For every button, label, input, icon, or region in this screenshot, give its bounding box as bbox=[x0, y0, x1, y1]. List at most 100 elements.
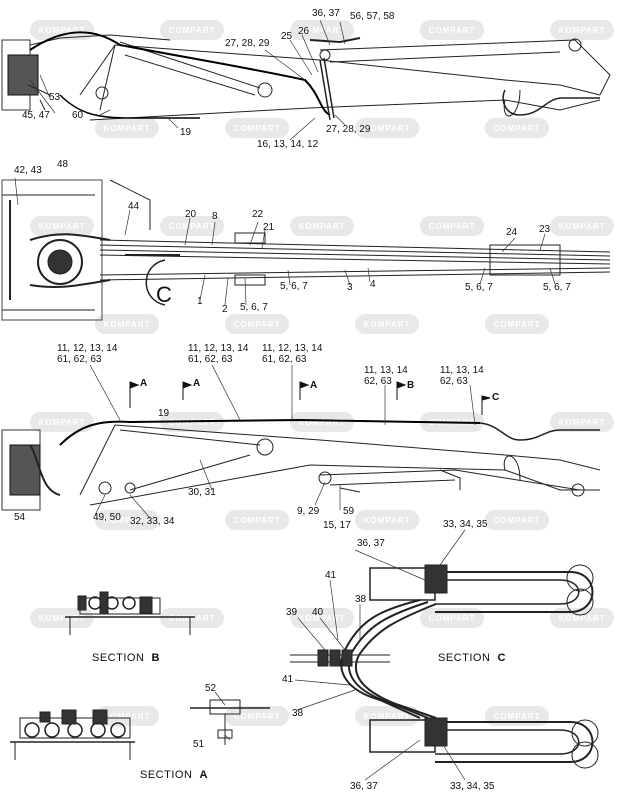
callout-52: 52 bbox=[205, 683, 217, 694]
callout-51: 51 bbox=[193, 739, 205, 750]
callout-54: 54 bbox=[14, 512, 26, 523]
callout-30-31: 30, 31 bbox=[188, 487, 216, 498]
callout-23: 23 bbox=[539, 224, 551, 235]
callout-21: 21 bbox=[263, 222, 275, 233]
section-arrows bbox=[129, 381, 491, 415]
watermark-logo: COMPART bbox=[225, 314, 289, 334]
callout-9-29: 9, 29 bbox=[297, 506, 320, 517]
callout-2: 2 bbox=[222, 304, 228, 315]
callout-36-37-c: 36, 37 bbox=[350, 781, 378, 792]
watermark-logo: KOMPART bbox=[30, 20, 94, 40]
callout-44: 44 bbox=[128, 201, 140, 212]
callout-39: 39 bbox=[286, 607, 298, 618]
callout-36-37: 36, 37 bbox=[312, 8, 340, 19]
callout-19-b: 19 bbox=[158, 408, 170, 419]
watermark-logo: KOMPART bbox=[550, 20, 614, 40]
callout-48: 48 bbox=[57, 159, 69, 170]
callout-49-50: 49, 50 bbox=[93, 512, 121, 523]
watermark-logo: KOMPART bbox=[95, 118, 159, 138]
callout-38-b: 38 bbox=[292, 708, 304, 719]
section-b-title: SECTION B bbox=[92, 652, 160, 664]
watermark-logo: KOMPART bbox=[355, 314, 419, 334]
watermark-logo: KOMPART bbox=[95, 706, 159, 726]
callout-8: 8 bbox=[212, 211, 218, 222]
watermark-logo: KOMPART bbox=[290, 608, 354, 628]
watermark-logo: COMPART bbox=[420, 216, 484, 236]
callout-27-28-29: 27, 28, 29 bbox=[225, 38, 270, 49]
boom-side-view-top bbox=[1, 31, 611, 121]
callout-16-13-14-12: 16, 13, 14, 12 bbox=[257, 139, 319, 150]
callout-32-33-34: 32, 33, 34 bbox=[130, 516, 175, 527]
watermark-logo: COMPART bbox=[160, 20, 224, 40]
callout-33-34-35-b: 33, 34, 35 bbox=[450, 781, 495, 792]
watermark-logo: COMPART bbox=[160, 216, 224, 236]
callout-11-12-13-14-a: 11, 12, 13, 14 61, 62, 63 bbox=[57, 343, 118, 365]
boom-side-view-bottom bbox=[1, 418, 601, 511]
callout-4: 4 bbox=[370, 279, 376, 290]
callout-26: 26 bbox=[298, 26, 310, 37]
callout-60: 60 bbox=[72, 110, 84, 121]
watermark-logo: KOMPART bbox=[30, 412, 94, 432]
callout-5-6-7b: 5, 6, 7 bbox=[280, 281, 308, 292]
section-marker-A2: A bbox=[193, 378, 201, 389]
leader-lines bbox=[14, 19, 556, 781]
section-b-drawing bbox=[65, 591, 195, 635]
watermark-logo: COMPART bbox=[225, 118, 289, 138]
callout-11-12-13-14-c: 11, 12, 13, 14 61, 62, 63 bbox=[262, 343, 323, 365]
watermark-logo: KOMPART bbox=[290, 20, 354, 40]
callout-11-13-14-b: 11, 13, 14 62, 63 bbox=[440, 365, 484, 387]
callout-56-57-58: 56, 57, 58 bbox=[350, 11, 395, 22]
callout-15-17: 15, 17 bbox=[323, 520, 351, 531]
watermark-logo: KOMPART bbox=[95, 314, 159, 334]
watermark-logo: COMPART bbox=[485, 118, 549, 138]
watermark-logo: KOMPART bbox=[30, 216, 94, 236]
watermark-logo: KOMPART bbox=[290, 412, 354, 432]
callout-40: 40 bbox=[312, 607, 324, 618]
watermark-logo: KOMPART bbox=[550, 216, 614, 236]
callout-22: 22 bbox=[252, 209, 264, 220]
boom-top-view bbox=[1, 179, 611, 321]
section-marker-A3: A bbox=[310, 380, 318, 391]
callout-38-a: 38 bbox=[355, 594, 367, 605]
callout-59: 59 bbox=[343, 506, 355, 517]
callout-25: 25 bbox=[281, 31, 293, 42]
callout-5-6-7a: 5, 6, 7 bbox=[240, 302, 268, 313]
callout-33-34-35-a: 33, 34, 35 bbox=[443, 519, 488, 530]
callout-5-6-7d: 5, 6, 7 bbox=[543, 282, 571, 293]
watermark-logo: KOMPART bbox=[30, 608, 94, 628]
section-marker-B: B bbox=[407, 380, 415, 391]
watermark-logo: KOMPART bbox=[550, 412, 614, 432]
watermark-logo: KOMPART bbox=[355, 118, 419, 138]
watermark-logo: KOMPART bbox=[290, 216, 354, 236]
callout-36-37-b: 36, 37 bbox=[357, 538, 385, 549]
callout-5-6-7c: 5, 6, 7 bbox=[465, 282, 493, 293]
watermark-logo: KOMPART bbox=[355, 510, 419, 530]
callout-24: 24 bbox=[506, 227, 518, 238]
watermark-logo: KOMPART bbox=[95, 510, 159, 530]
watermark-logo: COMPART bbox=[160, 608, 224, 628]
callout-C-marker: C bbox=[156, 282, 172, 307]
section-c-drawing bbox=[290, 564, 599, 769]
callout-27-28-29-b: 27, 28, 29 bbox=[326, 124, 371, 135]
section-a-title: SECTION A bbox=[140, 769, 208, 781]
section-c-title: SECTION C bbox=[438, 652, 506, 664]
watermark-logo: COMPART bbox=[485, 314, 549, 334]
callout-11-13-14-a: 11, 13, 14 62, 63 bbox=[364, 365, 408, 387]
callout-11-12-13-14-b: 11, 12, 13, 14 61, 62, 63 bbox=[188, 343, 249, 365]
section-marker-A1: A bbox=[140, 378, 148, 389]
callout-45-47: 45, 47 bbox=[22, 110, 50, 121]
callout-42-43: 42, 43 bbox=[14, 165, 42, 176]
callout-41-b: 41 bbox=[282, 674, 294, 685]
callout-1: 1 bbox=[197, 296, 203, 307]
watermark-logo: COMPART bbox=[225, 510, 289, 530]
callout-41-a: 41 bbox=[325, 570, 337, 581]
section-marker-C: C bbox=[492, 392, 500, 403]
watermark-logo: COMPART bbox=[420, 20, 484, 40]
callout-53: 53 bbox=[49, 92, 61, 103]
watermark-logo: COMPART bbox=[485, 510, 549, 530]
section-a-drawing bbox=[10, 699, 270, 760]
callout-19: 19 bbox=[180, 127, 192, 138]
callout-20: 20 bbox=[185, 209, 197, 220]
